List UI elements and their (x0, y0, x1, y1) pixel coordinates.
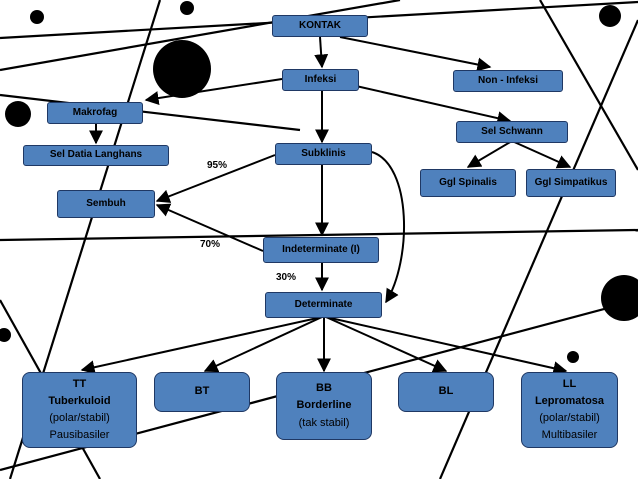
arrow-infeksi-makrofag (144, 78, 283, 105)
arrow-determinate-bl (325, 316, 448, 373)
bb-code: BB (316, 382, 332, 395)
bb-name: Borderline (296, 399, 352, 412)
arrow-determinate-bt (203, 316, 323, 373)
node-ggl-spinalis: Ggl Spinalis (420, 169, 516, 197)
arrow-subklinis-sembuh (155, 154, 276, 203)
node-bb: BB Borderline (tak stabil) (276, 372, 372, 440)
tt-stability: (polar/stabil) (49, 412, 110, 424)
percent-label-30: 30% (276, 272, 297, 283)
arrow-selschwann-simpatikus (511, 140, 572, 169)
arrow-kontak-infeksi (314, 36, 329, 69)
node-subklinis: Subklinis (275, 143, 372, 165)
arrow-indeterminate-sembuh (155, 203, 264, 252)
node-ggl-simpatikus: Ggl Simpatikus (526, 169, 616, 197)
bl-code: BL (438, 385, 454, 398)
node-indeterminate: Indeterminate (I) (263, 237, 379, 263)
node-bl: BL (398, 372, 494, 412)
arrow-infeksi-selschwann (355, 85, 512, 126)
percent-label-70: 70% (200, 239, 221, 250)
tt-code: TT (72, 377, 87, 390)
node-sel-schwann: Sel Schwann (456, 121, 568, 143)
arrow-determinate-ll (325, 316, 568, 376)
tt-bacillary: Pausibasiler (49, 429, 110, 442)
node-sel-datia-langhans: Sel Datia Langhans (23, 145, 169, 166)
ll-name: Lepromatosa (534, 394, 605, 407)
node-kontak: KONTAK (272, 15, 368, 37)
tt-name: Tuberkuloid (48, 394, 111, 407)
bt-code: BT (194, 385, 210, 398)
node-non-infeksi: Non - Infeksi (453, 70, 563, 92)
ll-code: LL (562, 377, 577, 390)
ll-bacillary: Multibasiler (541, 429, 598, 442)
percent-label-95: 95% (207, 160, 228, 171)
arrow-selschwann-spinalis (466, 140, 513, 168)
decoration-circles (0, 1, 638, 363)
connectors (80, 36, 572, 376)
arrow-determinate-tt (80, 316, 323, 375)
bb-stability: (tak stabil) (298, 416, 350, 429)
node-ll: LL Lepromatosa (polar/stabil) Multibasil… (521, 372, 618, 448)
node-determinate: Determinate (265, 292, 382, 318)
node-infeksi: Infeksi (282, 69, 359, 91)
node-bt: BT (154, 372, 250, 412)
ll-stability: (polar/stabil) (539, 412, 600, 424)
node-tt: TT Tuberkuloid (polar/stabil) Pausibasil… (22, 372, 137, 448)
node-sembuh: Sembuh (57, 190, 155, 218)
arrow-subklinis-determinate (371, 151, 405, 304)
arrow-kontak-noninfeksi (339, 36, 492, 72)
node-makrofag: Makrofag (47, 102, 143, 124)
